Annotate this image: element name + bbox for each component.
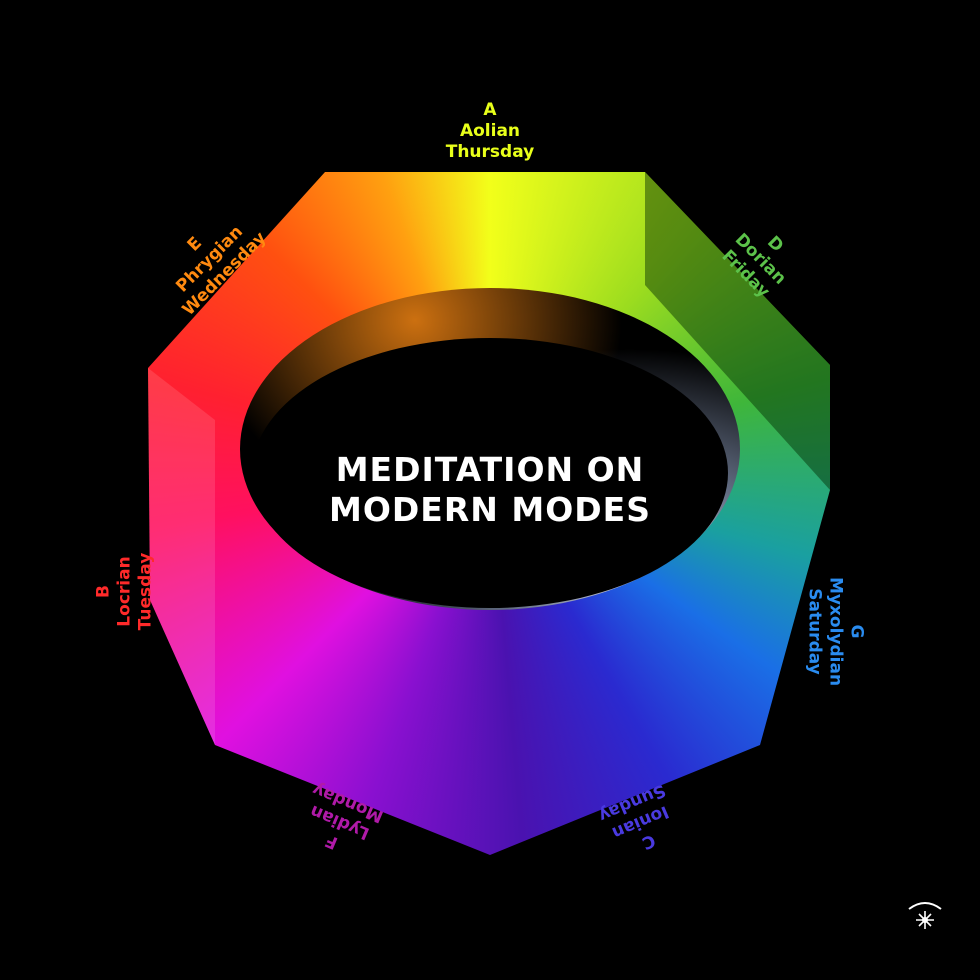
title-line-2: MODERN MODES	[329, 490, 651, 529]
ring-hole	[252, 338, 728, 608]
album-title: MEDITATION ON MODERN MODES	[240, 450, 740, 530]
label-logo-icon	[908, 902, 942, 929]
title-line-1: MEDITATION ON	[335, 450, 645, 489]
